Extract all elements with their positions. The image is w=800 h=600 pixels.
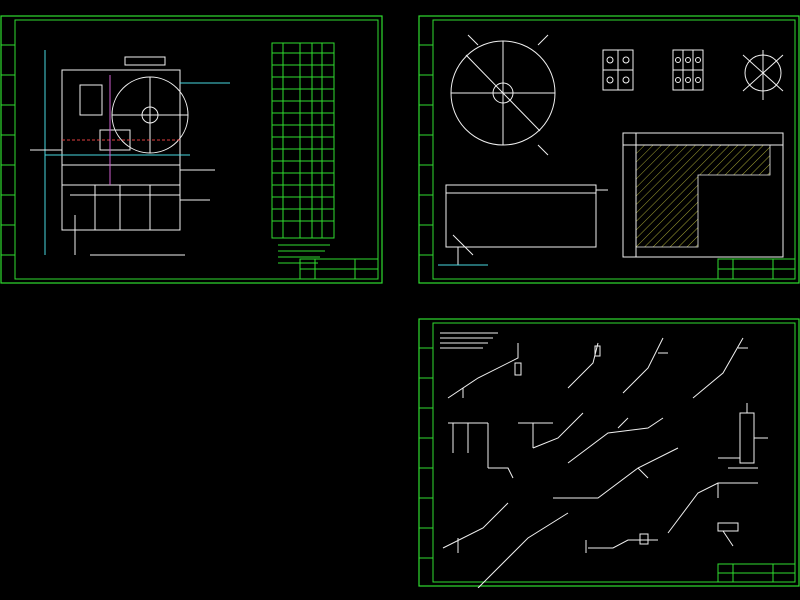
pipe-iso-3 [622,337,668,394]
sheet-plan[interactable] [0,15,383,285]
pipe-iso-2 [567,342,601,389]
sheet-details[interactable] [418,15,800,285]
title-block-2 [717,258,796,280]
pipe-iso-7 [567,417,664,464]
equipment-table [271,42,335,264]
support-detail [742,50,784,100]
sheet-details-drawing [418,15,800,284]
title-block-3 [717,563,796,583]
pipe-iso-12 [667,482,758,547]
pipe-iso-5 [448,422,514,479]
pipe-iso-11 [585,533,658,553]
hatched-slab [622,132,784,258]
equipment-tower [718,403,768,469]
sheet-isometrics-drawing [418,318,800,588]
building-plan [30,50,230,256]
grate-detail-2 [672,49,704,91]
notes-block [440,332,498,349]
tank-plan [450,34,556,156]
sheet-plan-drawing [0,15,383,284]
pipe-iso-8 [553,447,679,499]
pipe-iso-9 [442,502,509,553]
pipe-iso-1 [447,343,522,399]
pipe-iso-6 [518,412,584,449]
title-block [299,258,379,280]
sheet-isometrics[interactable] [418,318,800,588]
pipe-iso-10 [477,512,569,588]
tank-section [438,184,608,266]
grate-detail-1 [602,49,634,91]
pipe-iso-4 [692,337,748,399]
